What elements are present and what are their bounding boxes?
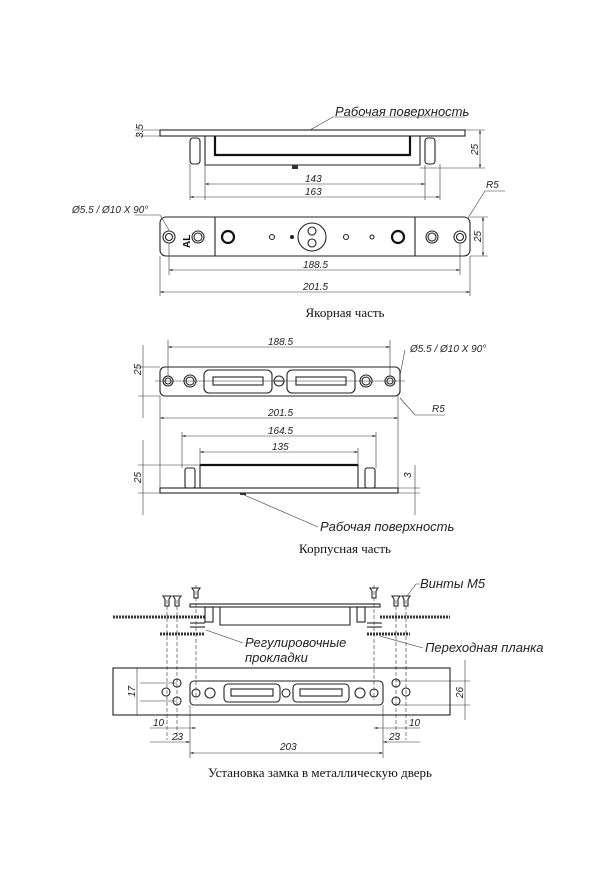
dim-width-inner: 135 xyxy=(272,442,289,453)
dim-width-inner: 143 xyxy=(305,174,322,185)
screws-label: Винты М5 xyxy=(420,576,486,591)
dim-hole-spacing: 188.5 xyxy=(268,337,293,348)
logo: AL xyxy=(182,235,193,248)
installation-front-view xyxy=(112,667,451,716)
dim-thickness: 3.5 xyxy=(135,124,146,138)
adapter-label: Переходная планка xyxy=(425,640,544,655)
body-dimensions-side: 201.5 164.5 135 25 3 Рабочая поверхность xyxy=(133,396,454,534)
dim-thickness: 3 xyxy=(403,472,414,478)
dim-vertical-left: 17 xyxy=(127,685,138,697)
dim-overall: 201.5 xyxy=(302,282,328,293)
anchor-dimensions-side: 3.5 25 143 163 Рабочая поверхность xyxy=(135,104,485,200)
dim-overall: 201.5 xyxy=(267,408,293,419)
body-top-view xyxy=(155,366,405,397)
body-dimensions-top: 188.5 25 Ø5.5 / Ø10 X 90° R5 xyxy=(133,337,486,418)
radius-label: R5 xyxy=(432,404,445,415)
working-surface-label: Рабочая поверхность xyxy=(320,519,454,534)
shims-label-line1: Регулировочные xyxy=(245,635,346,650)
body-side-view xyxy=(159,463,399,495)
hole-label: Ø5.5 / Ø10 X 90° xyxy=(409,344,486,355)
anchor-side-view xyxy=(159,129,466,169)
body-caption: Корпусная часть xyxy=(299,541,391,556)
anchor-top-view: AL xyxy=(159,216,471,257)
shims-label-line2: прокладки xyxy=(245,650,308,665)
dim-right-10: 10 xyxy=(409,718,421,729)
radius-label: R5 xyxy=(486,180,499,191)
dim-left-10: 10 xyxy=(153,718,165,729)
installation-caption: Установка замка в металлическую дверь xyxy=(208,765,432,780)
dim-hole-spacing: 188.5 xyxy=(303,260,328,271)
dim-height: 25 xyxy=(133,471,144,484)
installation-section-view: Регулировочные прокладки Переходная план… xyxy=(113,576,544,740)
screw-icons xyxy=(161,587,412,607)
dim-width-pins: 164.5 xyxy=(268,426,293,437)
anchor-dimensions-top: Ø5.5 / Ø10 X 90° R5 25 188.5 201.5 xyxy=(71,180,505,296)
dim-right-23: 23 xyxy=(388,732,401,743)
hole-label: Ø5.5 / Ø10 X 90° xyxy=(71,205,148,216)
dim-left-23: 23 xyxy=(171,732,184,743)
installation-dimensions: 17 26 10 23 203 23 10 xyxy=(127,660,470,758)
dim-plate-height: 25 xyxy=(133,363,144,376)
anchor-caption: Якорная часть xyxy=(306,305,385,320)
dim-width-pins: 163 xyxy=(305,187,322,198)
dim-plate-height: 25 xyxy=(473,230,484,243)
working-surface-label: Рабочая поверхность xyxy=(335,104,469,119)
dim-vertical-right: 26 xyxy=(455,686,466,699)
dim-height: 25 xyxy=(470,143,481,156)
dim-span: 203 xyxy=(279,742,297,753)
